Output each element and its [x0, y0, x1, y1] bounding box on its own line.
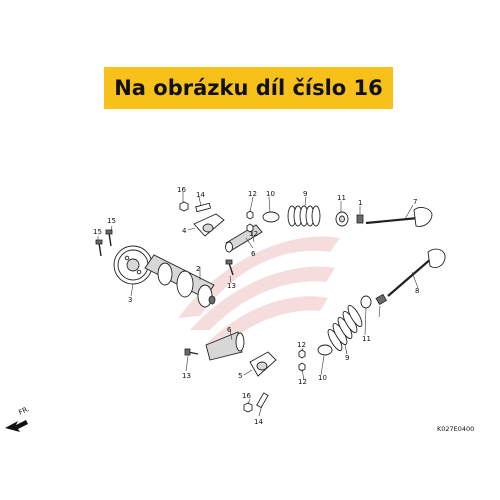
leader-lines	[97, 192, 419, 417]
camshaft	[144, 254, 216, 308]
rocker-arm-upper	[193, 213, 225, 237]
exhaust-valve	[387, 248, 446, 297]
callout-12-a: 12	[248, 190, 257, 198]
rocker-shaft-upper	[225, 224, 263, 253]
callout-13-upper: 13	[227, 282, 236, 290]
callout-15-lower: 15	[93, 228, 102, 236]
valve-seals	[335, 211, 388, 309]
callout-12-d: 12	[298, 378, 307, 386]
callout-14-lower: 14	[254, 418, 263, 426]
diagram-code: K027E0400	[437, 425, 474, 433]
adjusting-screws-and-nuts	[179, 201, 269, 413]
rocker-shaft-lower	[205, 331, 245, 361]
callout-12-c: 12	[297, 341, 306, 349]
callout-16-upper: 16	[177, 186, 186, 194]
callout-labels: 1 2 3 4 5 6 6 7 8 9 9 10 10 11 11 12 12 …	[93, 186, 419, 426]
lock-nuts	[246, 210, 306, 372]
callout-1: 1	[358, 199, 362, 207]
spring-retainers	[262, 211, 333, 356]
rocker-arm-lower	[249, 351, 277, 377]
callout-9-lower: 9	[345, 354, 349, 362]
callout-14-upper: 14	[196, 191, 205, 199]
callout-5: 5	[238, 372, 242, 380]
part-number-banner: Na obrázku díl číslo 16	[104, 67, 393, 109]
callout-3: 3	[128, 296, 132, 304]
callout-11-upper: 11	[337, 194, 346, 202]
callout-8: 8	[415, 287, 419, 295]
callout-13-lower: 13	[182, 372, 191, 380]
intake-valve	[365, 207, 433, 227]
front-direction-arrow: FR.	[5, 405, 31, 432]
banner-text: Na obrázku díl číslo 16	[114, 76, 383, 100]
callout-16-lower: 16	[242, 392, 251, 400]
callout-2: 2	[196, 265, 200, 273]
valve-springs	[287, 205, 363, 352]
callout-6-upper: 6	[251, 250, 256, 258]
callout-9-upper: 9	[303, 190, 307, 198]
cam-sprocket	[113, 245, 153, 285]
callout-4: 4	[182, 227, 187, 235]
callout-10-lower: 10	[318, 374, 327, 382]
valve-spring-lower	[327, 304, 363, 352]
bolts	[184, 259, 234, 356]
callout-6-lower: 6	[227, 326, 232, 334]
valve-spring-upper	[287, 205, 321, 227]
callout-11-lower: 11	[362, 335, 371, 343]
callout-7: 7	[413, 198, 417, 206]
sprocket-bolts	[95, 229, 113, 257]
front-label: FR.	[17, 405, 30, 417]
callout-10-upper: 10	[266, 190, 275, 198]
callout-15-upper: 15	[107, 217, 116, 225]
callout-12-b: 12	[249, 230, 258, 238]
